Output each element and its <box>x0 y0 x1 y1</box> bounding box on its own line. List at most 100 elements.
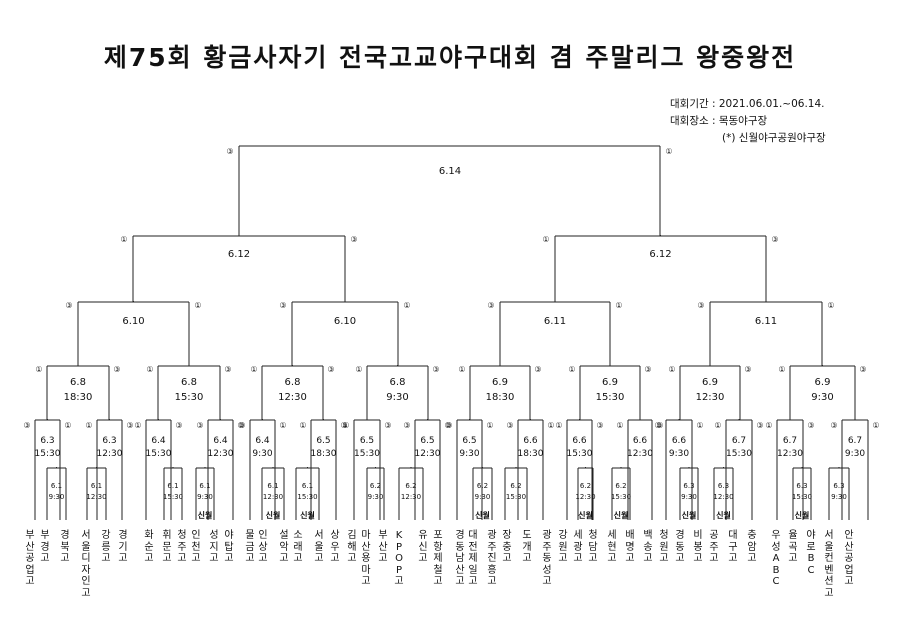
r2-time: 12:30 <box>627 449 653 459</box>
team-name: 경동고 <box>675 530 685 564</box>
r1-date: 6.2 <box>615 482 626 490</box>
sf-mark-left: ① <box>542 235 549 244</box>
team-name: 강원고 <box>558 530 568 564</box>
r3-date: 6.8 <box>285 377 301 388</box>
r2-mark-left: ① <box>714 421 721 430</box>
team-name: 경동남산고 <box>455 530 465 587</box>
r3-mark-left: ① <box>778 365 785 374</box>
r3-time: 18:30 <box>64 392 93 403</box>
r2-date: 6.6 <box>633 436 648 446</box>
team-name: 야탑고 <box>224 530 234 564</box>
r2-date: 6.4 <box>213 436 228 446</box>
r2-mark-left: ① <box>616 421 623 430</box>
r1-time: 9:30 <box>197 493 213 501</box>
r1-date: 6.1 <box>267 482 278 490</box>
team-name: 율곡고 <box>788 530 798 564</box>
r3-mark-right: ③ <box>113 365 120 374</box>
r2-mark-left: ③ <box>196 421 203 430</box>
r3-date: 6.8 <box>390 377 406 388</box>
r3-time: 15:30 <box>175 392 204 403</box>
qf-mark-left: ③ <box>697 301 704 310</box>
r2-time: 15:30 <box>726 449 752 459</box>
r2-mark-right: ③ <box>596 421 603 430</box>
r1-date: 6.1 <box>302 482 313 490</box>
team-name: 김해고 <box>347 530 357 564</box>
r3-time: 12:30 <box>696 392 725 403</box>
r3-mark-right: ③ <box>744 365 751 374</box>
r2-date: 6.5 <box>316 436 330 446</box>
r2-date: 6.3 <box>102 436 116 446</box>
r2-mark-right: ① <box>696 421 703 430</box>
team-name: 대전제일고 <box>468 530 478 587</box>
team-name: 대구고 <box>728 530 738 564</box>
team-name: 포항제철고 <box>433 530 443 587</box>
r3-mark-right: ③ <box>327 365 334 374</box>
r2-mark-left: ① <box>85 421 92 430</box>
team-name: 화순고 <box>144 530 154 564</box>
team-name: 우성ABC <box>771 530 781 587</box>
team-name: 장충고 <box>502 530 512 564</box>
r1-date: 6.3 <box>796 482 807 490</box>
r2-mark-right: ③ <box>126 421 133 430</box>
r2-mark-left: ③ <box>23 421 30 430</box>
r2-mark-right: ① <box>486 421 493 430</box>
sf-mark-right: ③ <box>350 235 357 244</box>
team-name: 경기고 <box>118 530 128 564</box>
r1-venue-tag: 신월 <box>266 510 281 520</box>
r2-mark-right: ③ <box>384 421 391 430</box>
r2-date: 6.5 <box>462 436 476 446</box>
qf-mark-right: ① <box>615 301 622 310</box>
r3-time: 15:30 <box>596 392 625 403</box>
team-name: 설악고 <box>279 530 289 564</box>
r2-date: 6.3 <box>40 436 54 446</box>
team-name: 상우고 <box>330 530 340 564</box>
r1-date: 6.1 <box>51 482 62 490</box>
r2-date: 6.4 <box>255 436 270 446</box>
r2-mark-right: ③ <box>340 421 347 430</box>
r2-mark-left: ③ <box>506 421 513 430</box>
r2-mark-left: ① <box>342 421 349 430</box>
r2-mark-right: ③ <box>756 421 763 430</box>
team-name: 성지고 <box>209 530 219 564</box>
r2-time: 12:30 <box>97 449 123 459</box>
r2-date: 6.6 <box>672 436 687 446</box>
r3-date: 6.9 <box>602 377 618 388</box>
r1-venue-tag: 신월 <box>795 510 810 520</box>
r3-mark-right: ③ <box>224 365 231 374</box>
r2-time: 15:30 <box>354 449 380 459</box>
team-name: 경북고 <box>60 530 70 564</box>
final-mark-right: ① <box>665 147 672 156</box>
team-name: 안산공업고 <box>844 530 854 587</box>
team-name: 백송고 <box>643 530 653 564</box>
qf-date: 6.10 <box>334 316 356 327</box>
team-name: 서울디자인고 <box>81 530 91 599</box>
tournament-period: 대회기간 : 2021.06.01.~06.14. <box>670 98 825 110</box>
r1-time: 15:30 <box>611 493 631 501</box>
r2-date: 6.6 <box>572 436 587 446</box>
r1-time: 9:30 <box>475 493 491 501</box>
team-name: 소래고 <box>293 530 303 564</box>
r1-date: 6.1 <box>91 482 102 490</box>
r2-mark-left: ③ <box>830 421 837 430</box>
r3-time: 9:30 <box>811 392 833 403</box>
team-name: 세광고 <box>573 530 583 564</box>
r2-date: 6.7 <box>848 436 862 446</box>
r2-time: 12:30 <box>777 449 803 459</box>
r1-venue-tag: 신월 <box>198 510 213 520</box>
r2-mark-left: ③ <box>238 421 245 430</box>
r3-mark-right: ③ <box>859 365 866 374</box>
r2-time: 12:30 <box>415 449 441 459</box>
r1-time: 9:30 <box>368 493 384 501</box>
r2-time: 15:30 <box>146 449 172 459</box>
team-name: 청주고 <box>177 530 187 564</box>
r3-mark-right: ③ <box>432 365 439 374</box>
r2-mark-left: ③ <box>403 421 410 430</box>
r2-date: 6.7 <box>783 436 797 446</box>
team-name: 세현고 <box>607 530 617 564</box>
qf-mark-right: ① <box>194 301 201 310</box>
r2-date: 6.6 <box>523 436 538 446</box>
r3-date: 6.9 <box>702 377 718 388</box>
team-name: 유신고 <box>418 530 428 564</box>
r2-mark-right: ① <box>64 421 71 430</box>
team-name: 서울고 <box>314 530 324 564</box>
